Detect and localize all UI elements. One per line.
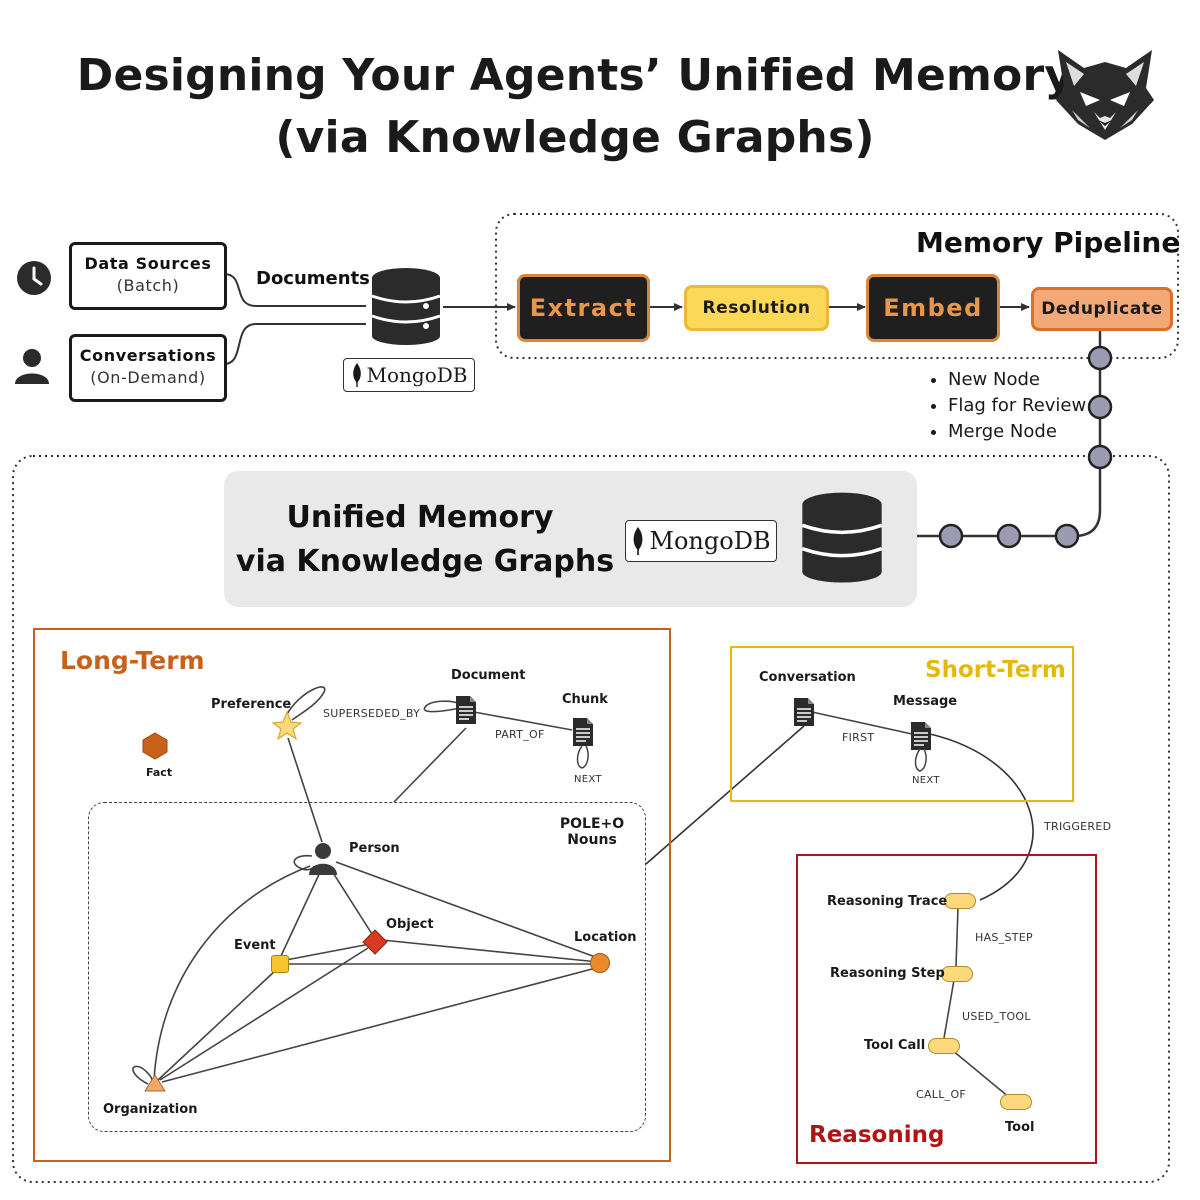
person-icon [309,843,337,875]
embed-step: Embed [866,274,1000,342]
unified-title-line-1: Unified Memory [286,500,554,535]
conversations-mode: (On-Demand) [90,368,206,387]
pipeline-title: Memory Pipeline [916,226,1181,259]
message-label: Message [893,694,958,709]
location-label: Location [574,930,637,945]
outcome-new-node: New Node [948,367,1086,393]
deduplicate-label: Deduplicate [1041,299,1163,319]
object-diamond-icon [362,929,388,955]
title-line-2: (via Knowledge Graphs) [275,112,875,163]
database-icon [371,268,441,345]
documents-label: Documents [256,268,370,289]
unified-title-line-2: via Knowledge Graphs [235,544,615,579]
database-icon [801,492,883,583]
fact-hexagon-icon [142,732,168,760]
chunk-next-label: NEXT [574,774,602,785]
data-sources-label: Data Sources [84,254,212,273]
user-icon [15,349,49,384]
document-icon [794,698,814,726]
tool-label: Tool [1005,1120,1035,1135]
event-label: Event [234,938,276,953]
call-of-label: CALL_OF [916,1088,967,1101]
deduplicate-step: Deduplicate [1031,287,1173,331]
outcome-flag-review: Flag for Review [948,393,1086,419]
clock-icon [17,261,51,295]
reasoning-step-label: Reasoning Step [830,966,945,981]
tool-call-node [928,1038,960,1054]
conversations-label: Conversations [79,346,217,365]
title-line-1: Designing Your Agents’ Unified Memory [76,50,1074,101]
unified-memory-banner [224,471,917,607]
embed-label: Embed [883,294,983,322]
mongodb-text-small: MongoDB [366,363,468,387]
pole-title: POLE+O Nouns [557,816,627,848]
long-term-title: Long-Term [60,646,205,675]
fact-label: Fact [146,766,173,779]
reasoning-trace-node [944,893,976,909]
preference-star-icon [272,711,302,741]
short-term-region [730,646,1074,802]
wolf-head-icon [1056,50,1154,140]
dedup-outcomes-list: New Node Flag for Review Merge Node [926,367,1086,445]
conversation-label: Conversation [759,670,856,685]
short-term-title: Short-Term [925,657,1066,683]
document-icon [456,696,476,724]
data-sources-box: Data Sources (Batch) [69,242,227,310]
extract-step: Extract [517,274,650,342]
pole-title-line-2: Nouns [567,832,617,848]
long-term-region [33,628,671,1162]
document-icon [911,722,931,750]
chunk-label: Chunk [562,692,608,707]
document-label: Document [451,668,526,683]
superseded-by-label: SUPERSEDED_BY [323,707,421,720]
tool-node [1000,1094,1032,1110]
extract-label: Extract [529,294,638,322]
part-of-label: PART_OF [495,728,545,741]
organization-triangle-icon [144,1074,166,1092]
object-label: Object [386,917,434,932]
reasoning-title: Reasoning [809,1122,945,1148]
used-tool-label: USED_TOOL [962,1010,1031,1023]
conversations-box: Conversations (On-Demand) [69,334,227,402]
preference-label: Preference [211,697,292,712]
message-next-label: NEXT [912,775,940,786]
pole-title-line-1: POLE+O [559,816,625,832]
outcome-merge-node: Merge Node [948,419,1086,445]
reasoning-region [796,854,1097,1164]
mongodb-logo-large: MongoDB [625,520,777,562]
mongodb-leaf-icon [352,363,361,387]
has-step-label: HAS_STEP [975,931,1033,944]
data-sources-mode: (Batch) [116,276,180,295]
reasoning-trace-label: Reasoning Trace [827,894,948,909]
resolution-label: Resolution [702,298,811,318]
chunk-next-loop [576,745,589,769]
mongodb-leaf-icon [633,527,643,555]
triggered-label: TRIGGERED [1044,820,1112,833]
tool-call-label: Tool Call [864,1038,926,1053]
resolution-step: Resolution [684,285,829,331]
document-icon [573,718,593,746]
event-square-icon [271,955,289,973]
message-next-loop [914,748,927,772]
location-circle-icon [590,953,610,973]
first-label: FIRST [842,731,875,744]
organization-label: Organization [103,1102,198,1117]
reasoning-step-node [941,966,973,982]
pole-nouns-box [88,802,646,1132]
mongodb-text-large: MongoDB [649,527,771,555]
mongodb-logo-small: MongoDB [343,358,475,392]
person-label: Person [349,841,400,856]
